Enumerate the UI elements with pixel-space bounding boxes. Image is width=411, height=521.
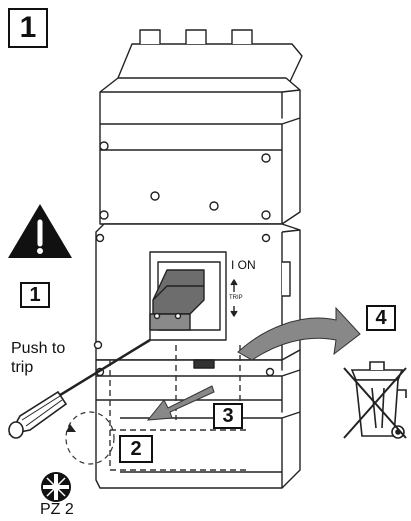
remove-arrow [146, 385, 215, 421]
step-4-badge: 4 [366, 305, 396, 331]
crossed-out-wheelie-bin-icon [343, 361, 407, 439]
step-1-warning-badge: 1 [20, 282, 50, 308]
lower-housing [95, 349, 301, 489]
trip-marking: TRIP [229, 295, 243, 301]
handle-cover [93, 223, 301, 361]
step-3-badge: 3 [213, 403, 243, 429]
upper-housing [99, 77, 301, 225]
warning-triangle-icon [8, 204, 72, 258]
step-2-badge: 2 [119, 435, 153, 463]
pozidriv-bit-icon [41, 472, 71, 502]
dispose-arrow [237, 306, 361, 361]
step-1-main-badge: 1 [8, 8, 48, 48]
screwdriver [8, 338, 151, 439]
push-to-trip-label-line1: Push to [11, 340, 66, 357]
push-to-trip-label-line2: trip [11, 359, 34, 376]
on-marking: I ON [231, 258, 256, 272]
pz2-label: PZ 2 [40, 501, 74, 518]
rotation-indicator [65, 411, 115, 465]
